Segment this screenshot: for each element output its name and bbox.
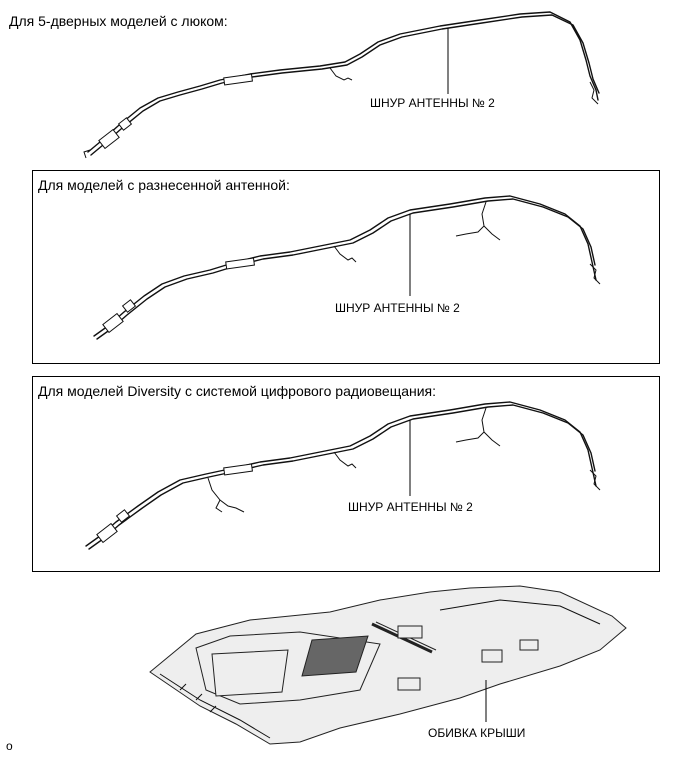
corner-mark: o [6,739,13,753]
section-3-panel [32,376,660,572]
section-3-cable-label: ШНУР АНТЕННЫ № 2 [348,500,473,514]
headliner-label: ОБИВКА КРЫШИ [428,726,526,740]
section-3-heading: Для моделей Diversity с системой цифрово… [38,383,437,399]
section-2-heading: Для моделей с разнесенной антенной: [38,177,290,193]
section-1-heading: Для 5-дверных моделей с люком: [9,13,228,29]
section-1-cable-label: ШНУР АНТЕННЫ № 2 [370,96,495,110]
antenna-cable-2-icon [93,195,601,340]
roof-headliner-icon [149,585,627,745]
antenna-cable-3-icon [85,401,601,550]
section-2-cable-label: ШНУР АНТЕННЫ № 2 [335,301,460,315]
antenna-cable-1-icon [83,11,600,159]
section-2-panel [32,170,660,364]
